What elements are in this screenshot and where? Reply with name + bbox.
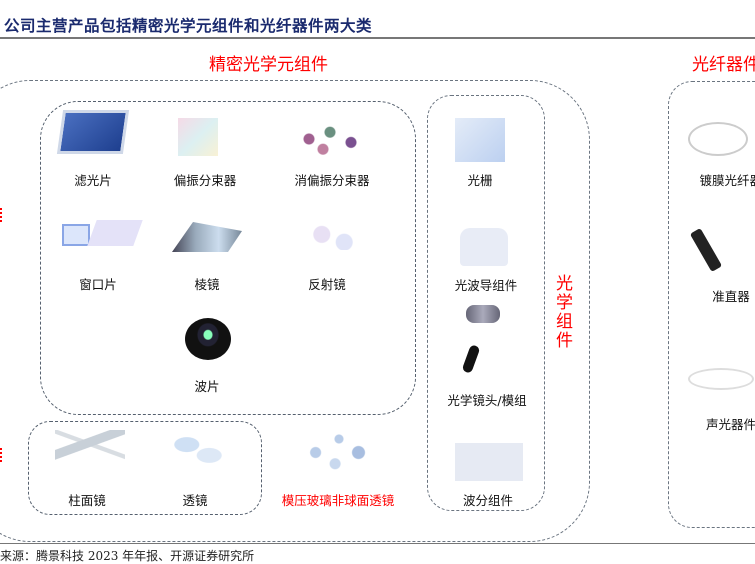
item-label: 光波导组件 [454,278,518,293]
acousto-optic-icon [688,368,754,390]
divider [0,543,755,544]
optical-components-label: 光学组件 [556,274,573,351]
item-label: 窗口片 [79,277,117,292]
cylindrical-lens-icon [55,430,125,470]
page-title: 公司主营产品包括精密光学元组件和光纤器件两大类 [4,16,373,35]
item-label: 镀膜光纤器件 [699,173,755,188]
mirror-icon [305,224,361,250]
item-label: 偏振分束器 [173,173,237,188]
item-label: 波片 [194,379,220,394]
item-label: 透镜 [182,493,208,508]
filter-icon [56,110,130,154]
item-label: 光学镜头/模组 [447,393,527,408]
section-title-precision: 精密光学元组件 [209,55,328,75]
aspheric-lens-icon [300,430,378,475]
item-label: 柱面镜 [68,493,106,508]
item-label-highlight: 模压玻璃非球面透镜 [281,493,395,508]
item-label: 滤光片 [74,173,112,188]
fiber-box [668,81,755,528]
item-label: 准直器 [712,289,750,304]
lens-box [28,421,262,515]
item-label: 反射镜 [308,277,346,292]
grating-icon [455,118,505,162]
elements-box [40,101,416,415]
depolarizing-beam-splitter-icon [295,122,365,156]
cut-off-label-mark [0,448,3,462]
cut-off-label-mark [0,208,3,222]
camera-lens-icon [466,305,500,323]
item-label: 波分组件 [462,493,514,508]
section-title-fiber: 光纤器件 [692,55,755,75]
polarizing-beam-splitter-icon [178,118,218,156]
item-label: 声光器件 [705,417,755,432]
item-label: 棱镜 [194,277,220,292]
components-box [427,95,545,511]
window-plate-icon [87,220,143,246]
wdm-icon [455,443,523,481]
item-label: 光栅 [467,173,493,188]
lens-icon [170,432,226,468]
divider [0,37,755,39]
waveguide-icon [460,228,508,266]
window-icon [62,224,90,246]
source-note: 来源：腾景科技 2023 年年报、开源证券研究所 [0,549,255,563]
item-label: 消偏振分束器 [294,173,370,188]
coated-fiber-icon [688,122,748,156]
waveplate-icon [185,318,231,360]
precision-outer-box [0,80,590,542]
